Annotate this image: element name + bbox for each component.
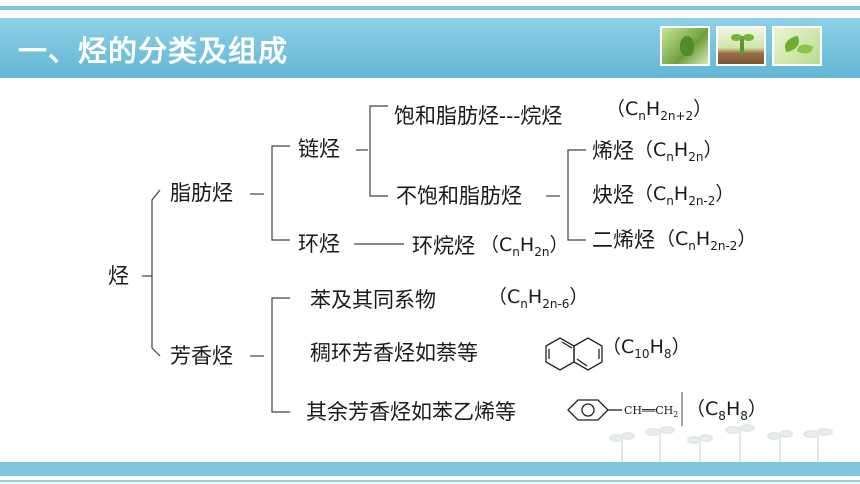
other-aromatic-label: 其余芳香烃如苯乙烯等 — [306, 400, 516, 424]
unsaturated-label: 不饱和脂肪烃 — [396, 184, 522, 208]
footer-line — [0, 480, 860, 482]
plant-photo-3 — [772, 26, 822, 66]
benzene-homologs-label: 苯及其同系物 — [310, 288, 436, 312]
saturated-formula: （CnH2n+2） — [606, 98, 713, 123]
aromatic-label: 芳香烃 — [170, 344, 233, 368]
plant-photo-1 — [660, 26, 710, 66]
aliphatic-label: 脂肪烃 — [170, 181, 233, 205]
top-accent-line — [0, 6, 860, 10]
chain-hydrocarbon-label: 链烃 — [298, 137, 340, 161]
diene-formula: （CnH2n-2） — [656, 228, 757, 253]
saturated-label: 饱和脂肪烃---烷烃 — [394, 104, 563, 128]
footer-bar — [0, 462, 860, 476]
alkene-formula: （CnH2n） — [634, 139, 723, 164]
cycloalkane-label: 环烷烃 — [412, 234, 475, 258]
benzene-formula: （CnH2n-6） — [488, 286, 589, 311]
alkene-label: 烯烃 — [592, 139, 634, 163]
naphthalene-formula: （C10H8） — [602, 336, 691, 361]
styrene-vinyl-group: CH══CH2 — [624, 404, 679, 420]
page-title: 一、烃的分类及组成 — [18, 34, 289, 68]
diene-label: 二烯烃 — [592, 228, 655, 252]
root-hydrocarbon-label: 烃 — [108, 264, 129, 288]
fused-aromatic-label: 稠环芳香烃如萘等 — [310, 341, 478, 365]
cyclic-hydrocarbon-label: 环烃 — [298, 232, 340, 256]
alkyne-label: 炔烃 — [592, 183, 634, 207]
alkyne-formula: （CnH2n-2） — [634, 183, 735, 208]
cycloalkane-formula: （CnH2n） — [480, 234, 569, 259]
plant-photo-2 — [716, 26, 766, 66]
styrene-formula: （C8H8） — [686, 398, 767, 423]
